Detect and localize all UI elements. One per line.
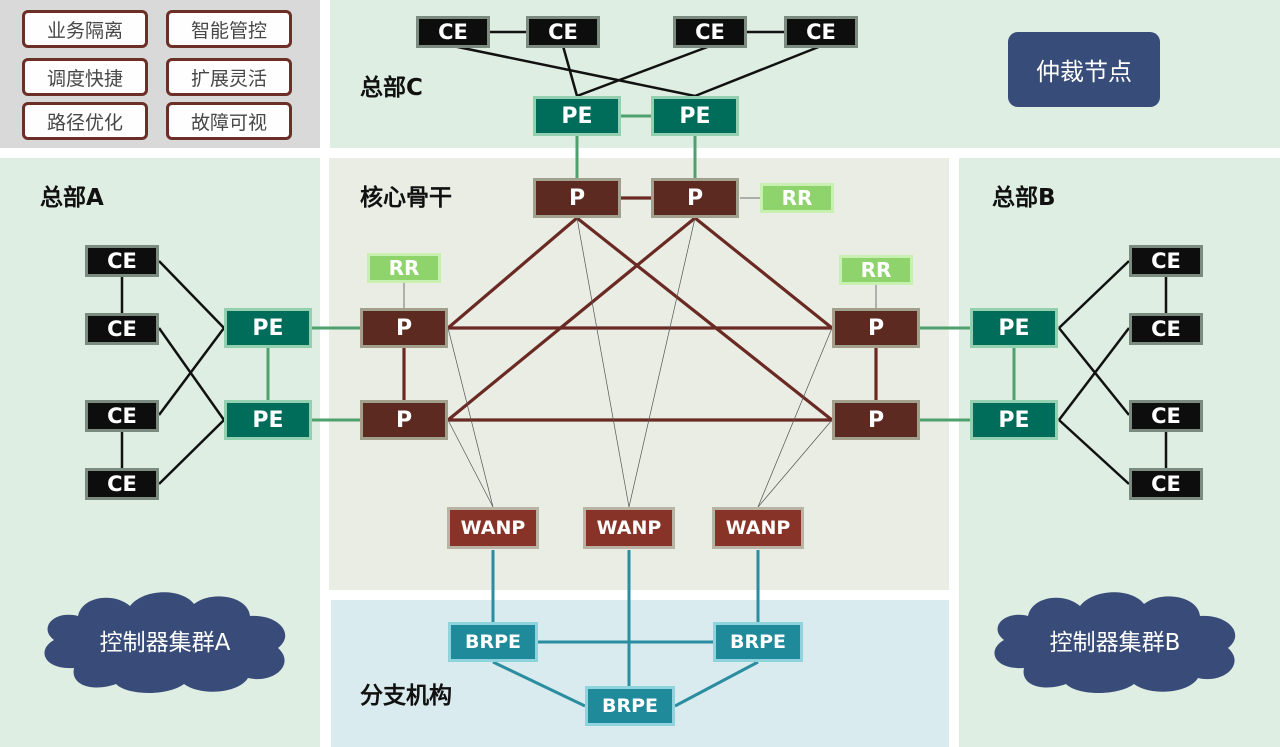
ce-node-hqa-1: CE: [85, 245, 159, 277]
pe-node-hqa-2: PE: [224, 400, 312, 440]
pe-node-hqc-1: PE: [533, 96, 621, 136]
pe-node-hqa-1: PE: [224, 308, 312, 348]
pe-node-hqb-2: PE: [970, 400, 1058, 440]
p-node-top-2: P: [651, 178, 739, 218]
rr-links: [403, 197, 877, 308]
ce-node-hqa-2: CE: [85, 313, 159, 345]
controller-cluster-a-label: 控制器集群A: [99, 630, 231, 656]
brpe-node-3: BRPE: [585, 686, 675, 726]
ce-node-hqc-1: CE: [416, 16, 490, 48]
rr-node-right: RR: [839, 255, 913, 285]
region-label-hq-b: 总部B: [992, 185, 1056, 211]
rr-node-left: RR: [367, 253, 441, 283]
arbiter-node: 仲裁节点: [1008, 32, 1160, 107]
p-node-left-1: P: [360, 308, 448, 348]
ce-node-hqb-1: CE: [1129, 245, 1203, 277]
wanp-node-1: WANP: [447, 507, 539, 549]
wanp-links: [447, 217, 833, 508]
ce-node-hqa-3: CE: [85, 400, 159, 432]
wanp-node-3: WANP: [712, 507, 804, 549]
feature-tag-business-isolation: 业务隔离: [22, 10, 148, 48]
cloud-icon: [994, 592, 1236, 693]
ce-node-hqb-3: CE: [1129, 400, 1203, 432]
pe-links: [266, 114, 1016, 422]
branch-links: [491, 550, 760, 708]
ce-node-hqb-2: CE: [1129, 313, 1203, 345]
wanp-node-2: WANP: [583, 507, 675, 549]
region-label-branch: 分支机构: [360, 683, 452, 709]
feature-tag-intelligent-control: 智能管控: [166, 10, 292, 48]
region-label-hq-c: 总部C: [360, 75, 423, 101]
controller-cluster-b: 控制器集群B: [984, 584, 1246, 696]
ce-node-hqc-4: CE: [784, 16, 858, 48]
pe-node-hqb-1: PE: [970, 308, 1058, 348]
controller-cluster-a: 控制器集群A: [34, 584, 296, 696]
feature-tag-flexible-expansion: 扩展灵活: [166, 58, 292, 96]
p-node-top-1: P: [533, 178, 621, 218]
ce-node-hqc-3: CE: [673, 16, 747, 48]
feature-tag-path-optimization: 路径优化: [22, 102, 148, 140]
core-links: [402, 196, 878, 422]
controller-cluster-b-label: 控制器集群B: [1049, 630, 1181, 656]
p-node-right-1: P: [832, 308, 920, 348]
ce-node-hqb-4: CE: [1129, 468, 1203, 500]
rr-node-top: RR: [760, 183, 834, 213]
ce-links: [120, 30, 1168, 485]
brpe-node-1: BRPE: [448, 622, 538, 662]
cloud-icon: [44, 592, 286, 693]
ce-node-hqa-4: CE: [85, 468, 159, 500]
feature-tag-fast-scheduling: 调度快捷: [22, 58, 148, 96]
feature-tag-fault-visibility: 故障可视: [166, 102, 292, 140]
p-node-left-2: P: [360, 400, 448, 440]
brpe-node-2: BRPE: [713, 622, 803, 662]
p-node-right-2: P: [832, 400, 920, 440]
region-label-core: 核心骨干: [360, 185, 452, 211]
pe-node-hqc-2: PE: [651, 96, 739, 136]
ce-node-hqc-2: CE: [526, 16, 600, 48]
region-label-hq-a: 总部A: [40, 185, 104, 211]
